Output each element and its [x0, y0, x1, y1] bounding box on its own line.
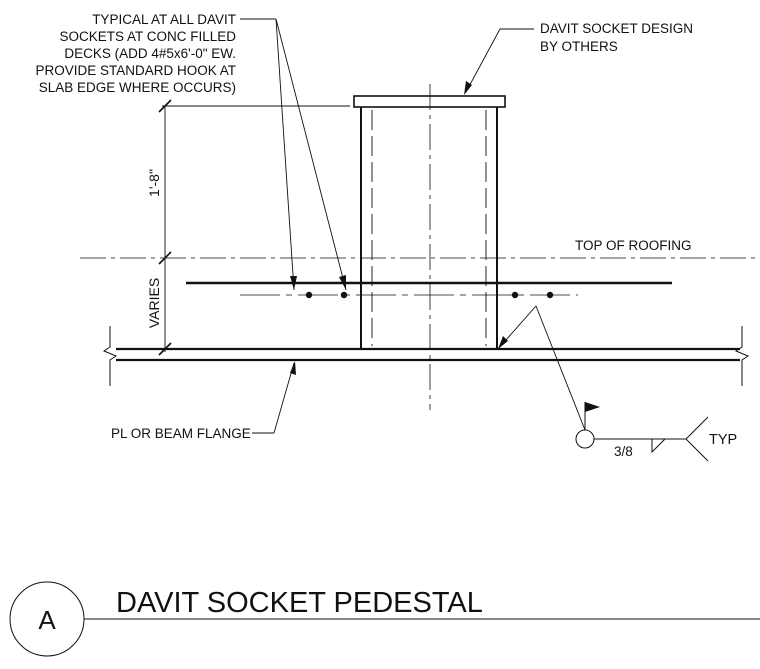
leader-arrowhead [339, 275, 346, 290]
leader-arrowhead [290, 361, 296, 375]
leader-arrowhead [464, 81, 472, 95]
weld-arrowhead [498, 336, 508, 349]
rebar-dot [305, 291, 313, 299]
break-line-left [102, 326, 118, 386]
detail-letter: A [38, 605, 56, 635]
weld-tail-upper [685, 416, 709, 440]
beam-flange [102, 326, 750, 386]
top-of-roofing-label: TOP OF ROOFING [575, 238, 692, 253]
note-line: DECKS (ADD 4#5x6'-0" EW. [64, 46, 236, 61]
note-line: TYPICAL AT ALL DAVIT [92, 12, 236, 27]
pl-or-beam-flange-note: PL OR BEAM FLANGE [111, 361, 296, 441]
tick-roofing [158, 251, 172, 265]
rebar-dot [511, 291, 519, 299]
weld-tail-lower [685, 438, 709, 462]
fillet-weld-icon [651, 438, 666, 454]
weld-size: 3/8 [614, 444, 633, 459]
dimension-upper: 1'-8" [146, 169, 162, 197]
break-line-right [734, 326, 750, 386]
weld-tail-note: TYP [709, 432, 737, 448]
slab-reinforcing [186, 281, 672, 299]
weld-leader [535, 305, 586, 431]
tick-top [158, 99, 172, 113]
detail-title: DAVIT SOCKET PEDESTAL [116, 587, 483, 619]
weld-all-around-icon [575, 429, 595, 449]
socket-cap-plate [353, 95, 506, 108]
rebar-dot [340, 291, 348, 299]
dimension-strings: 1'-8" VARIES [146, 99, 350, 356]
leader-line [465, 28, 501, 93]
pl-or-beam-flange-label: PL OR BEAM FLANGE [111, 426, 251, 441]
note-line: BY OTHERS [540, 39, 618, 54]
title-block: A DAVIT SOCKET PEDESTAL [9, 581, 760, 657]
dimension-lower: VARIES [146, 278, 162, 328]
leader-line [273, 362, 295, 434]
weld-symbol: 3/8 TYP [497, 305, 737, 462]
field-weld-flag-icon [585, 402, 600, 412]
rebar-dot [546, 291, 554, 299]
typical-davit-note: TYPICAL AT ALL DAVIT SOCKETS AT CONC FIL… [35, 12, 347, 291]
tick-flange [158, 342, 172, 356]
note-line: DAVIT SOCKET DESIGN [540, 21, 693, 36]
leader-arrowhead [290, 276, 297, 290]
leader-line [275, 18, 295, 291]
note-line: SLAB EDGE WHERE OCCURS) [39, 80, 236, 95]
davit-socket [353, 84, 506, 410]
note-line: PROVIDE STANDARD HOOK AT [35, 63, 236, 78]
leader-line [275, 18, 347, 291]
davit-socket-design-note: DAVIT SOCKET DESIGN BY OTHERS [464, 21, 693, 95]
note-line: SOCKETS AT CONC FILLED [59, 29, 236, 44]
